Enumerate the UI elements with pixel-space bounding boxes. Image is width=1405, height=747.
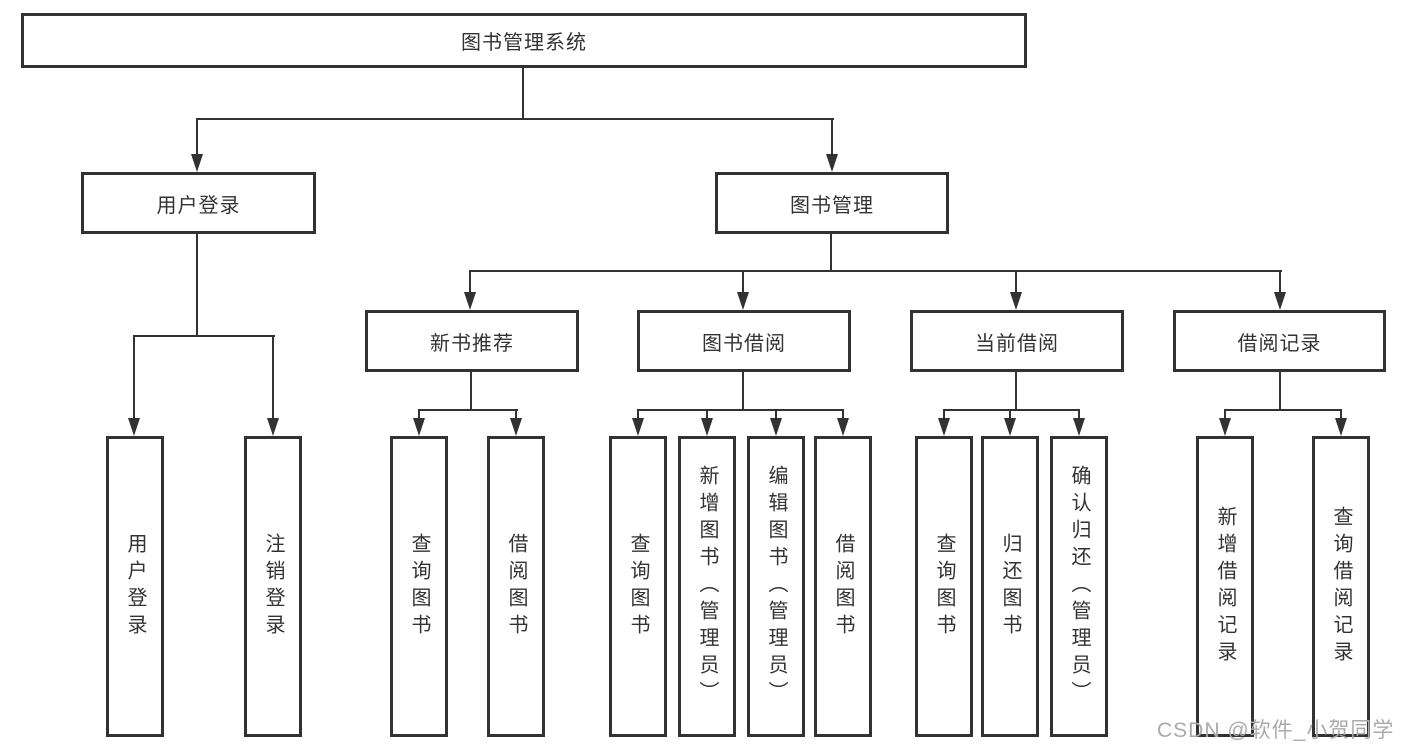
- arrowhead-down-icon: [267, 418, 279, 436]
- connector-line: [522, 68, 524, 120]
- leaf-query-borrow-record-label: 查询借阅记录: [1330, 505, 1352, 668]
- arrowhead-down-icon: [1004, 418, 1016, 436]
- connector-line: [1279, 372, 1281, 411]
- connector-line: [637, 409, 639, 424]
- arrowhead-down-icon: [128, 418, 140, 436]
- node-current-borrow-label: 当前借阅: [975, 332, 1059, 355]
- connector-line: [470, 372, 472, 411]
- connector-line: [775, 409, 777, 424]
- node-book-management: 图书管理: [715, 172, 949, 234]
- arrowhead-down-icon: [1010, 292, 1022, 310]
- connector-line: [1279, 270, 1281, 298]
- arrowhead-down-icon: [1335, 418, 1347, 436]
- connector-line: [706, 409, 708, 424]
- connector-line: [418, 409, 420, 424]
- arrowhead-down-icon: [737, 292, 749, 310]
- connector-line: [1015, 270, 1017, 298]
- arrowhead-down-icon: [510, 418, 522, 436]
- leaf-logout-login: 注销登录: [244, 436, 302, 737]
- connector-line: [842, 409, 844, 424]
- arrowhead-down-icon: [837, 418, 849, 436]
- leaf-borrow-books-label: 借阅图书: [832, 532, 854, 641]
- leaf-confirm-return-admin: 确认归还（管理员）: [1050, 436, 1108, 737]
- node-book-borrow-label: 图书借阅: [702, 332, 786, 355]
- connector-line: [943, 409, 1080, 411]
- node-user-login-label: 用户登录: [156, 194, 241, 217]
- leaf-borrow-books-recommend-label: 借阅图书: [505, 532, 527, 641]
- leaf-borrow-books-recommend: 借阅图书: [487, 436, 545, 737]
- node-root: 图书管理系统: [21, 13, 1027, 68]
- node-current-borrow: 当前借阅: [910, 310, 1124, 372]
- leaf-add-borrow-record-label: 新增借阅记录: [1214, 505, 1236, 668]
- node-new-book-recommend: 新书推荐: [365, 310, 579, 372]
- connector-line: [1015, 372, 1017, 411]
- arrowhead-down-icon: [701, 418, 713, 436]
- node-new-book-recommend-label: 新书推荐: [430, 332, 514, 355]
- connector-line: [831, 118, 833, 160]
- node-book-management-label: 图书管理: [790, 194, 874, 217]
- connector-line: [196, 118, 198, 160]
- leaf-borrow-books: 借阅图书: [814, 436, 872, 737]
- connector-line: [469, 270, 471, 298]
- connector-line: [197, 118, 834, 120]
- leaf-add-books-admin: 新增图书（管理员）: [678, 436, 736, 737]
- arrowhead-down-icon: [1073, 418, 1085, 436]
- arrowhead-down-icon: [464, 292, 476, 310]
- connector-line: [1009, 409, 1011, 424]
- leaf-user-login: 用户登录: [106, 436, 164, 737]
- connector-line: [133, 335, 275, 337]
- arrowhead-down-icon: [413, 418, 425, 436]
- connector-line: [1224, 409, 1226, 424]
- watermark: CSDN @软件_小贺同学: [1157, 719, 1395, 742]
- arrowhead-down-icon: [1219, 418, 1231, 436]
- leaf-confirm-return-admin-label: 确认归还（管理员）: [1068, 465, 1090, 708]
- arrowhead-down-icon: [632, 418, 644, 436]
- arrowhead-down-icon: [770, 418, 782, 436]
- leaf-edit-books-admin-label: 编辑图书（管理员）: [765, 465, 787, 708]
- connector-line: [1340, 409, 1342, 424]
- connector-line: [515, 409, 517, 424]
- leaf-query-books-current: 查询图书: [915, 436, 973, 737]
- connector-line: [830, 234, 832, 272]
- connector-line: [1224, 409, 1342, 411]
- leaf-query-books-recommend-label: 查询图书: [408, 532, 430, 641]
- connector-line: [1078, 409, 1080, 424]
- arrowhead-down-icon: [826, 154, 838, 172]
- connector-line: [418, 409, 518, 411]
- leaf-query-books-current-label: 查询图书: [933, 532, 955, 641]
- leaf-add-borrow-record: 新增借阅记录: [1196, 436, 1254, 737]
- node-borrow-record-label: 借阅记录: [1237, 332, 1322, 355]
- connector-line: [133, 335, 135, 424]
- leaf-query-books-borrow-label: 查询图书: [627, 532, 649, 641]
- node-user-login: 用户登录: [81, 172, 316, 234]
- leaf-query-books-recommend: 查询图书: [390, 436, 448, 737]
- connector-line: [470, 270, 1282, 272]
- connector-line: [742, 372, 744, 411]
- connector-line: [272, 335, 274, 424]
- node-borrow-record: 借阅记录: [1173, 310, 1386, 372]
- connector-line: [943, 409, 945, 424]
- arrowhead-down-icon: [191, 154, 203, 172]
- leaf-query-borrow-record: 查询借阅记录: [1312, 436, 1370, 737]
- connector-line: [742, 270, 744, 298]
- arrowhead-down-icon: [1274, 292, 1286, 310]
- leaf-edit-books-admin: 编辑图书（管理员）: [747, 436, 805, 737]
- connector-line: [637, 409, 844, 411]
- leaf-user-login-label: 用户登录: [124, 532, 146, 641]
- leaf-add-books-admin-label: 新增图书（管理员）: [696, 465, 718, 708]
- node-book-borrow: 图书借阅: [637, 310, 851, 372]
- leaf-return-books: 归还图书: [981, 436, 1039, 737]
- leaf-query-books-borrow: 查询图书: [609, 436, 667, 737]
- leaf-logout-login-label: 注销登录: [262, 532, 284, 641]
- arrowhead-down-icon: [938, 418, 950, 436]
- leaf-return-books-label: 归还图书: [999, 532, 1021, 641]
- connector-line: [196, 234, 198, 337]
- node-root-label: 图书管理系统: [461, 32, 587, 54]
